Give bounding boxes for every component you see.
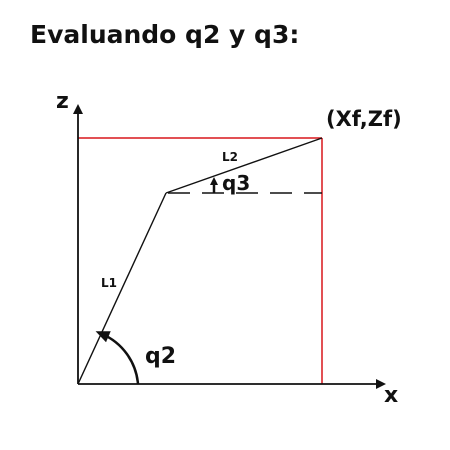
link-l1 <box>77 192 167 385</box>
q2-angle-arc <box>95 331 140 385</box>
diagram-title: Evaluando q2 y q3: <box>30 20 300 49</box>
z-axis-label: z <box>56 89 69 114</box>
end-point-label: (Xf,Zf) <box>326 107 402 131</box>
q3-label: q3 <box>222 171 250 195</box>
q2-label: q2 <box>145 344 176 369</box>
link1-label: L1 <box>101 276 117 290</box>
link-l2 <box>165 137 323 194</box>
link2-label: L2 <box>222 150 238 164</box>
x-axis-label: x <box>384 383 398 408</box>
